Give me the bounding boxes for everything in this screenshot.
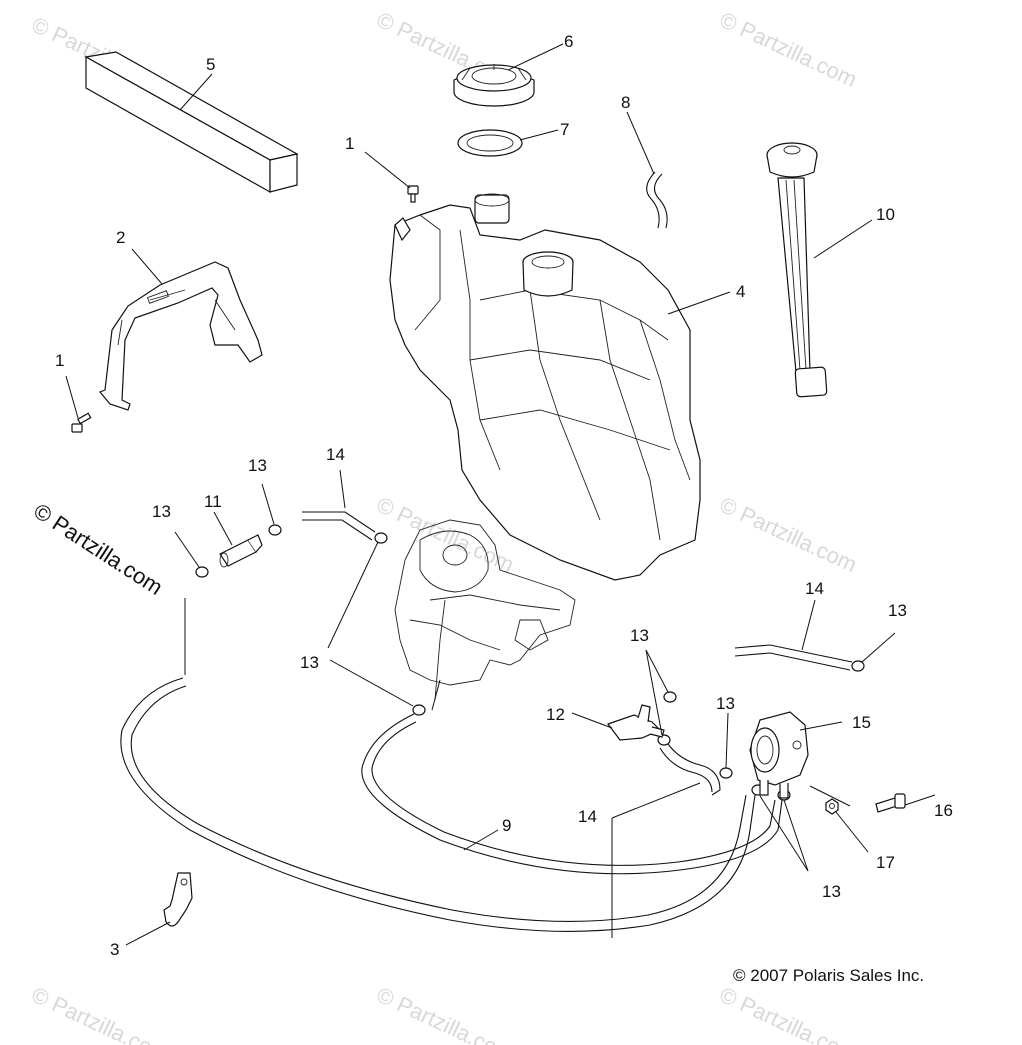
callout-10: 10 xyxy=(876,205,895,224)
callout-numbers: 1 1 2 3 4 5 6 7 8 9 10 11 12 13 13 13 13… xyxy=(55,32,953,959)
gasket-ring-part xyxy=(457,129,523,157)
callout-13g: 13 xyxy=(822,882,841,901)
t-fitting-part xyxy=(607,704,665,741)
bracket-part xyxy=(99,261,263,411)
callout-9: 9 xyxy=(502,816,511,835)
bolt-part-16 xyxy=(875,793,906,813)
watermark-text: © Partzilla.com xyxy=(716,982,861,1045)
callout-14c: 14 xyxy=(578,807,597,826)
watermark-text: © Partzilla.com xyxy=(373,982,518,1045)
callout-12: 12 xyxy=(546,705,565,724)
callout-6: 6 xyxy=(564,32,573,51)
callout-13c: 13 xyxy=(300,653,319,672)
fuel-sender-part xyxy=(766,142,828,398)
fuel-pump-part xyxy=(749,711,809,799)
watermark-text: © Partzilla.com xyxy=(716,7,861,92)
callout-13d: 13 xyxy=(630,626,649,645)
callout-2: 2 xyxy=(116,228,125,247)
callout-13b: 13 xyxy=(248,456,267,475)
watermark-text: © Partzilla.com xyxy=(28,982,173,1045)
callout-1b: 1 xyxy=(55,351,64,370)
foam-block-part xyxy=(84,51,299,194)
callout-15: 15 xyxy=(852,713,871,732)
callout-14b: 14 xyxy=(805,579,824,598)
short-hose-part xyxy=(646,171,668,229)
callout-8: 8 xyxy=(621,93,630,112)
callout-7: 7 xyxy=(560,120,569,139)
side-watermark: © Partzilla.com xyxy=(29,498,167,600)
bolt-part-left xyxy=(71,412,92,433)
fuel-tank-part xyxy=(389,193,701,581)
callout-5: 5 xyxy=(206,55,215,74)
callout-13e: 13 xyxy=(716,694,735,713)
bolt-part-top xyxy=(407,185,419,203)
callout-17: 17 xyxy=(876,853,895,872)
callout-3: 3 xyxy=(110,940,119,959)
callout-13a: 13 xyxy=(152,502,171,521)
watermark-text: © Partzilla.com xyxy=(716,492,861,577)
inline-filter-part xyxy=(219,534,263,568)
watermark-layer: © Partzilla.com © Partzilla.com © Partzi… xyxy=(28,7,861,1045)
callout-14a: 14 xyxy=(326,445,345,464)
fuel-cap-part xyxy=(453,64,535,107)
engine-sketch xyxy=(394,519,576,701)
copyright-notice: © 2007 Polaris Sales Inc. xyxy=(733,966,924,985)
fuel-hoses xyxy=(120,511,853,932)
leader-lines xyxy=(65,43,936,946)
callout-16: 16 xyxy=(934,801,953,820)
clamp-part xyxy=(163,872,193,927)
nut-part-17 xyxy=(825,798,839,815)
callout-11: 11 xyxy=(204,492,222,511)
callout-1a: 1 xyxy=(345,134,354,153)
callout-13f: 13 xyxy=(888,601,907,620)
callout-4: 4 xyxy=(736,282,745,301)
